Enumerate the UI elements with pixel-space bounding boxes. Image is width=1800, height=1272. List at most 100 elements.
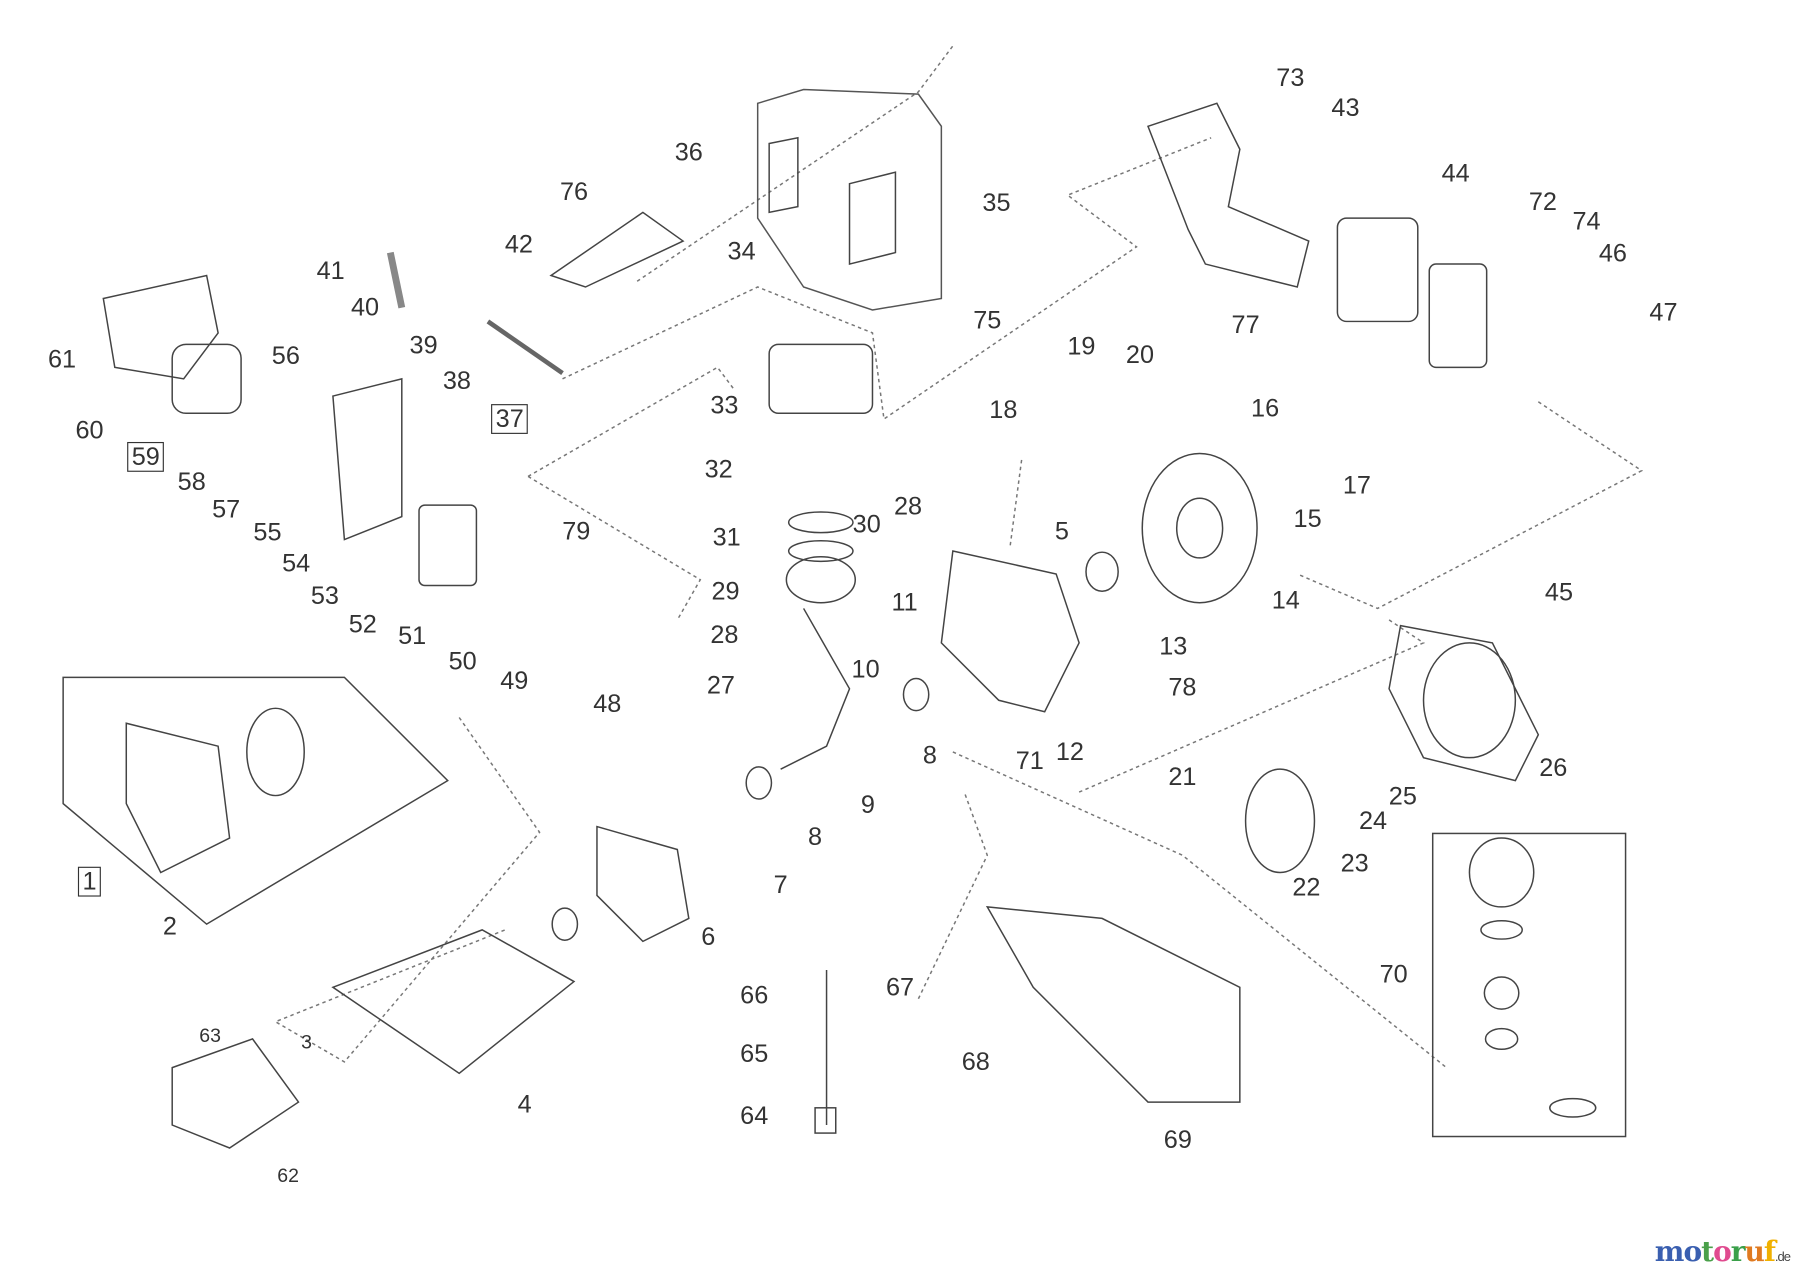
logo-letter: t (1701, 1235, 1714, 1268)
part-label: 31 (712, 522, 741, 552)
part-label: 43 (1331, 92, 1360, 122)
dashed-guide-lines (273, 45, 1644, 1069)
part-label: 24 (1358, 805, 1388, 835)
part-label: 20 (1125, 339, 1155, 369)
part-label: 45 (1544, 577, 1574, 607)
logo-letter: o (1713, 1235, 1732, 1268)
part-label: 36 (674, 137, 703, 167)
part-label: 47 (1649, 297, 1678, 327)
part-label: 78 (1168, 672, 1197, 702)
part-label: 48 (593, 688, 622, 718)
spark-plug (486, 319, 564, 375)
logo-letter: r (1730, 1235, 1746, 1268)
part-label: 17 (1342, 470, 1371, 500)
part-label: 28 (894, 491, 923, 521)
clutch (1244, 768, 1316, 874)
part-label: 28 (710, 619, 739, 649)
part-label: 8 (808, 821, 823, 851)
engine-cover (756, 88, 943, 311)
part-label: 62 (277, 1164, 300, 1187)
part-label: 52 (348, 609, 377, 639)
logo-letter: u (1744, 1235, 1765, 1268)
crankcase (940, 550, 1080, 713)
part-label: 32 (704, 454, 733, 484)
muffler (1336, 217, 1419, 323)
part-label: 56 (271, 340, 300, 370)
fuel-cap-box (1431, 832, 1627, 1138)
part-label: 21 (1168, 762, 1197, 791)
part-label: 15 (1293, 503, 1322, 533)
part-label: 4 (517, 1089, 532, 1119)
part-label: 69 (1163, 1125, 1192, 1154)
part-label: 18 (989, 394, 1018, 424)
part-label: 46 (1598, 238, 1627, 268)
part-label: 75 (973, 305, 1002, 335)
part-label: 9 (860, 789, 875, 819)
part-label: 66 (740, 980, 769, 1010)
part-label: 51 (398, 621, 427, 650)
air-filter-base (332, 377, 403, 541)
part-label: 49 (500, 665, 529, 695)
part-label: 23 (1340, 848, 1369, 878)
cover-62 (171, 1038, 300, 1149)
part-label: 26 (1539, 753, 1568, 782)
ignition-group-box (331, 929, 576, 1075)
part-label: 11 (891, 587, 918, 617)
part-label: 55 (253, 517, 282, 547)
part-label: 58 (177, 467, 206, 496)
part-label: 40 (351, 292, 380, 322)
part-label: 22 (1292, 872, 1321, 902)
part-label: 41 (316, 256, 345, 285)
part-label: 44 (1441, 158, 1470, 188)
logo-letter: f (1763, 1235, 1776, 1268)
part-label: 76 (559, 176, 589, 206)
logo-text: motoruf (1654, 1235, 1776, 1268)
part-label-boxed: 37 (491, 404, 529, 434)
part-label: 6 (701, 921, 716, 951)
part-label: 72 (1528, 187, 1557, 216)
flywheel (1141, 452, 1258, 604)
part-label: 64 (740, 1100, 769, 1130)
cylinder (768, 343, 874, 415)
part-label: 13 (1159, 631, 1188, 661)
motoruf-logo: motoruf.de (1654, 1235, 1791, 1268)
part-label: 53 (310, 580, 339, 610)
fuel-cap (1468, 837, 1535, 908)
part-label: 68 (961, 1046, 990, 1076)
part-label: 2 (162, 911, 177, 941)
part-label: 3 (301, 1031, 312, 1054)
air-filter-cover (102, 274, 219, 380)
part-label: 65 (740, 1038, 769, 1068)
part-label: 33 (710, 390, 739, 420)
part-label: 25 (1388, 781, 1417, 811)
crankshaft (780, 608, 851, 770)
part-label: 16 (1251, 393, 1280, 423)
part-label-boxed: 1 (77, 866, 102, 897)
part-label: 30 (852, 509, 881, 539)
part-label: 74 (1572, 206, 1601, 236)
fuel-tank (985, 906, 1241, 1103)
part-label: 39 (409, 330, 438, 360)
part-label: 77 (1231, 309, 1260, 339)
part-label: 35 (982, 188, 1011, 217)
part-label: 42 (504, 229, 533, 259)
part-label: 12 (1055, 737, 1084, 766)
part-label: 71 (1015, 746, 1044, 775)
part-label: 54 (282, 548, 311, 578)
logo-letter: o (1683, 1235, 1702, 1268)
logo-letter: m (1654, 1235, 1685, 1268)
fan-housing (1388, 624, 1540, 782)
part-label-boxed: 59 (127, 441, 165, 472)
part-label: 73 (1276, 63, 1305, 92)
part-label: 57 (212, 494, 241, 524)
part-label: 27 (706, 670, 735, 700)
part-label: 60 (75, 415, 104, 445)
part-label: 70 (1379, 959, 1408, 989)
part-label: 67 (885, 972, 915, 1002)
part-label: 7 (773, 870, 788, 899)
recoil-starter (125, 722, 231, 874)
part-label: 29 (711, 576, 740, 605)
part-label: 34 (727, 236, 756, 266)
